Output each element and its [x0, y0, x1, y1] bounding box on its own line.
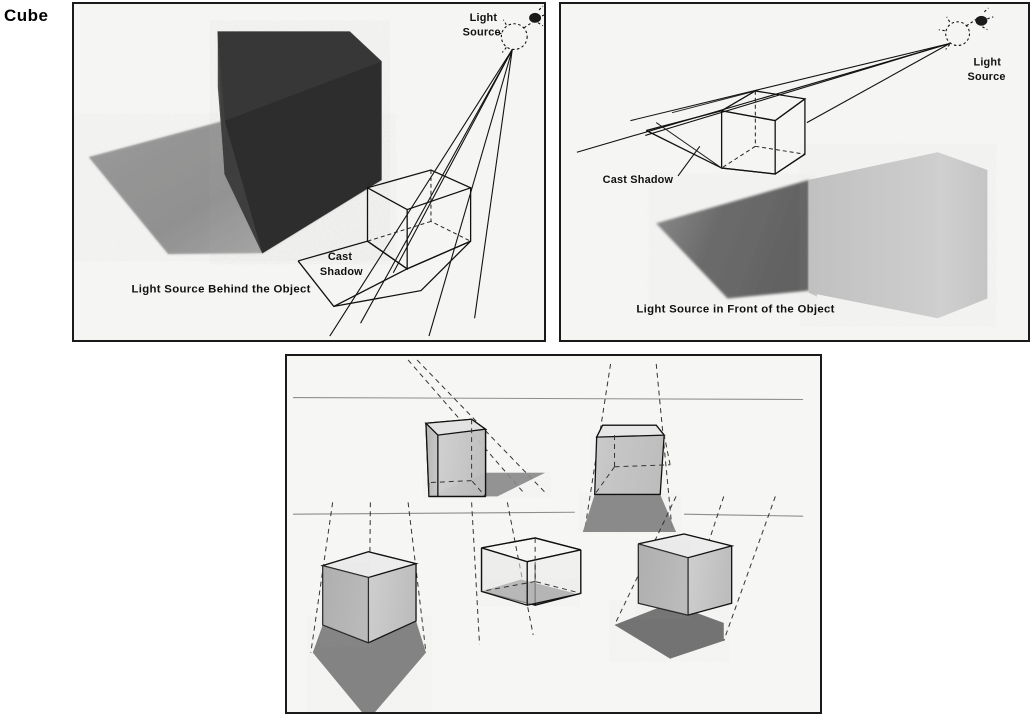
cube-shadow-study-panel [285, 354, 822, 714]
study-cube-top-left [407, 359, 548, 498]
cast-shadow-label-line1: Cast [328, 251, 353, 263]
light-bulb-icon [938, 7, 994, 50]
front-cast-shadow-shape [656, 179, 809, 299]
light-bulb-icon [495, 5, 544, 53]
panel-caption: Light Source in Front of the Object [636, 303, 834, 315]
behind-illustration: Light Source Cast Shadow Light Source Be [74, 4, 544, 340]
horizon-line-lower-left [292, 511, 575, 515]
behind-projected-shadow-outline [297, 240, 472, 308]
behind-solid-cube [217, 31, 382, 254]
study-cube-top-right [582, 363, 677, 533]
study-cube-bottom-left [310, 502, 427, 712]
light-source-front-panel: Light Source Cast Shadow Light Source i [559, 2, 1030, 342]
page-title: Cube [4, 6, 49, 25]
panel-caption: Light Source Behind the Object [132, 284, 311, 296]
light-source-label-line2: Source [463, 27, 501, 39]
light-source-behind-panel: Light Source Cast Shadow Light Source Be [72, 2, 546, 342]
front-illustration: Light Source Cast Shadow Light Source i [561, 4, 1028, 340]
light-source-label-line2: Source [968, 71, 1006, 83]
cast-shadow-label: Cast Shadow [603, 174, 674, 186]
front-projected-shadow-outline [645, 90, 806, 175]
light-source-label-line1: Light [973, 56, 1001, 68]
horizon-line-lower-right [684, 513, 804, 517]
cast-shadow-leader-line [677, 145, 701, 177]
front-light-rays [576, 43, 950, 153]
light-source-label-line1: Light [470, 12, 498, 24]
cast-shadow-label-line2: Shadow [320, 266, 363, 278]
horizon-line-upper [292, 396, 804, 401]
study-cube-bottom-center [471, 502, 582, 645]
study-illustration [287, 356, 820, 712]
front-solid-cube [808, 152, 988, 319]
study-cube-bottom-right [614, 496, 776, 659]
behind-light-rays [329, 49, 513, 337]
